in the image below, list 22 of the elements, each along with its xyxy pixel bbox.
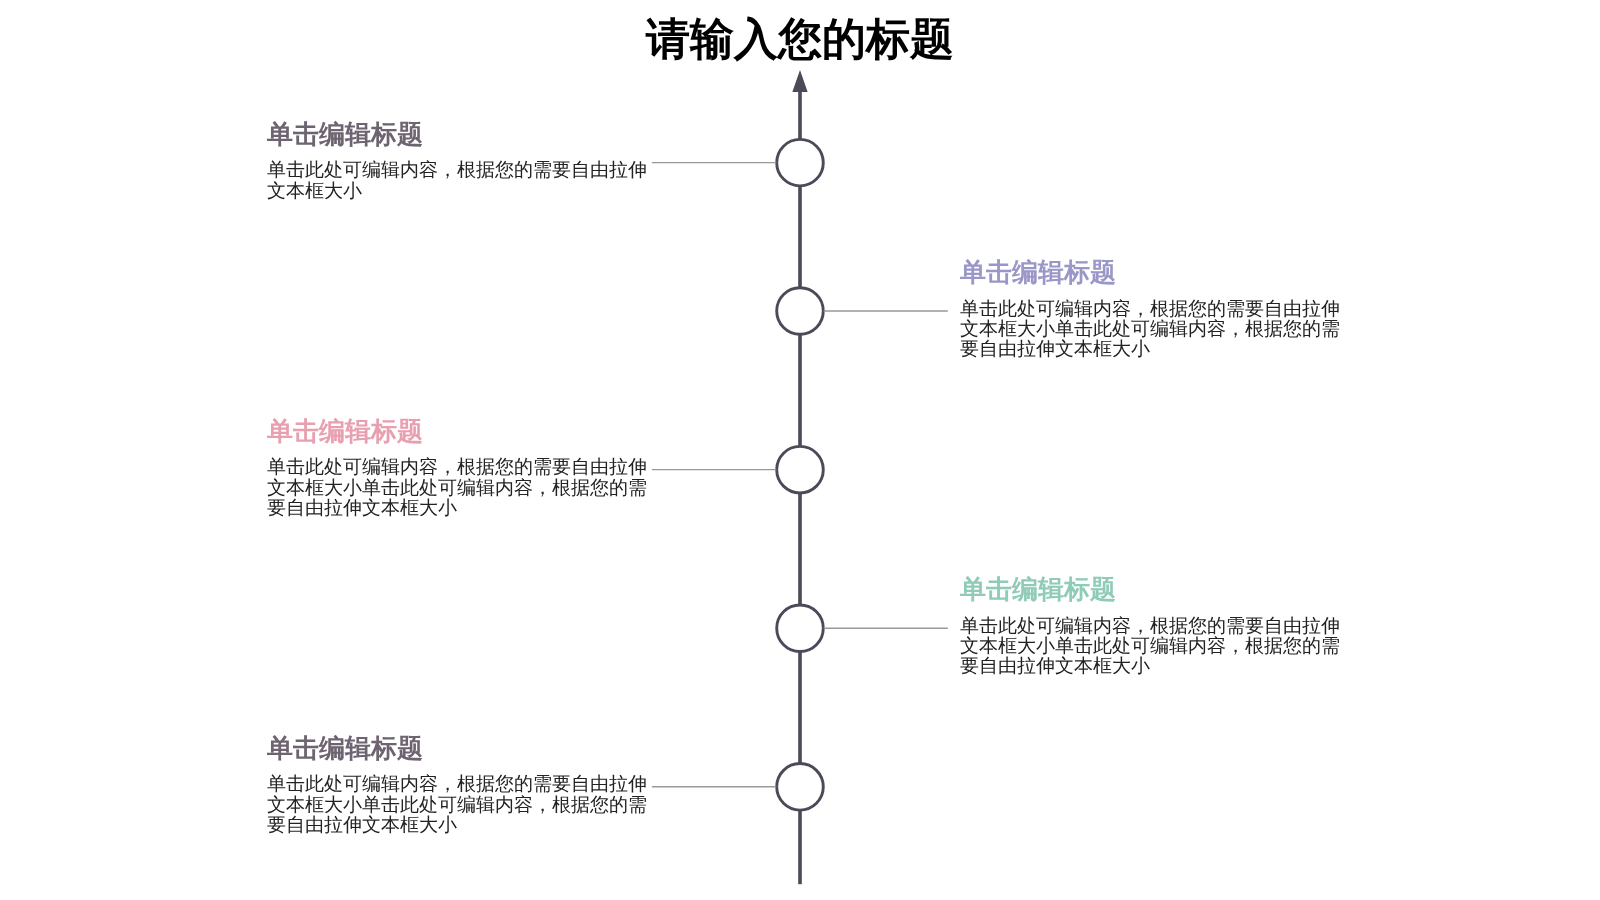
node-circle — [775, 286, 825, 336]
node-circle — [775, 603, 825, 653]
node-circle — [775, 444, 825, 495]
node-circle — [775, 137, 825, 188]
node-text: 单击编辑标题 单击此处可编辑内容，根据您的需要自由拉伸文本框大小单击此处可编辑内容，根据您的需要自由拉伸文本框大小 — [960, 574, 1341, 677]
connector — [822, 310, 949, 312]
connector — [798, 186, 802, 288]
connector — [798, 334, 802, 446]
connector — [822, 627, 949, 629]
connector — [651, 468, 777, 471]
node-text: 单击编辑标题 单击此处可编辑内容，根据您的需要自由拉伸文本框大小 — [267, 118, 648, 201]
node-text: 单击编辑标题 单击此处可编辑内容，根据您的需要自由拉伸文本框大小单击此处可编辑内容，根据您的需要自由拉伸文本框大小 — [267, 732, 648, 836]
connector — [651, 786, 777, 788]
node-text: 单击编辑标题 单击此处可编辑内容，根据您的需要自由拉伸文本框大小单击此处可编辑内容，根据您的需要自由拉伸文本框大小 — [960, 257, 1341, 360]
node-text: 单击编辑标题 单击此处可编辑内容，根据您的需要自由拉伸文本框大小单击此处可编辑内容，根据您的需要自由拉伸文本框大小 — [267, 415, 648, 518]
node-circle — [775, 762, 825, 812]
connector — [798, 493, 802, 605]
connector — [651, 161, 777, 164]
connector — [798, 810, 802, 885]
diagram-title: 请输入您的标题 — [646, 12, 955, 64]
arrow — [792, 70, 808, 139]
connector — [798, 652, 802, 764]
